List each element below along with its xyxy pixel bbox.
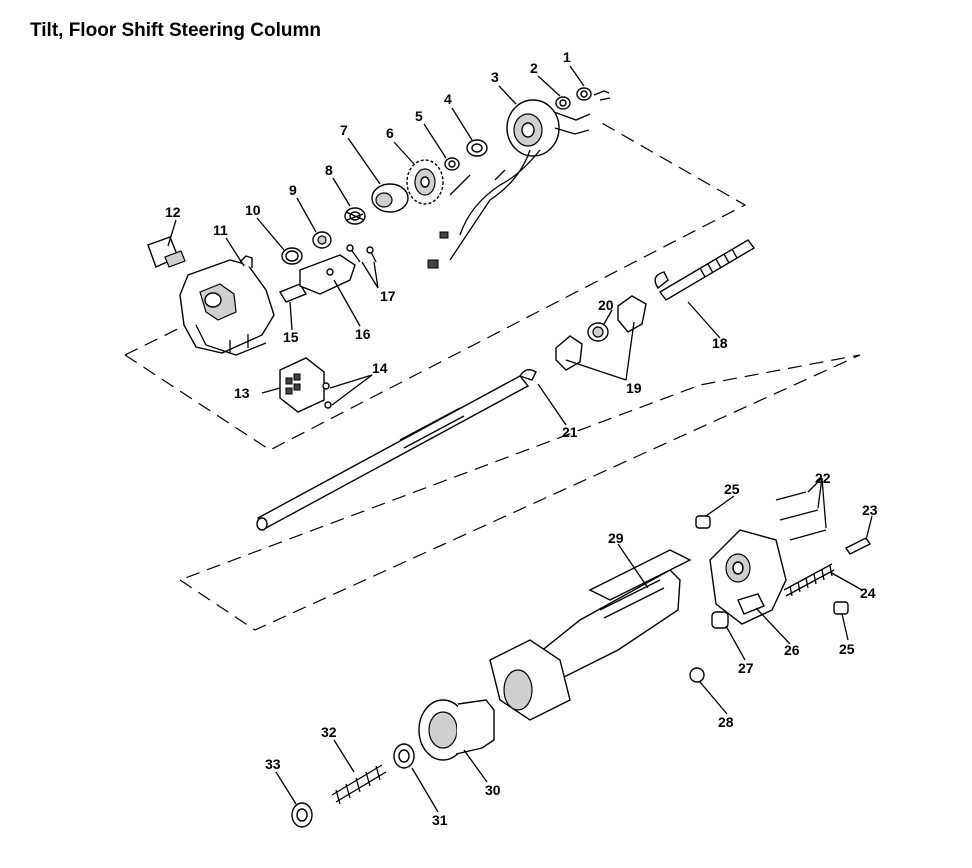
- callout-29: 29: [608, 530, 624, 546]
- callout-31: 31: [432, 812, 448, 828]
- part-23-pin: [844, 537, 872, 555]
- callout-13: 13: [234, 385, 250, 401]
- part-12-lock-cylinder: [147, 236, 186, 268]
- part-6-gear: [406, 159, 444, 205]
- callout-24: 24: [860, 585, 876, 601]
- callout-27: 27: [738, 660, 754, 676]
- part-9-bearing: [312, 231, 332, 249]
- part-15-pin: [278, 283, 308, 303]
- part-7-plate: [371, 183, 409, 213]
- callout-17: 17: [380, 288, 396, 304]
- callout-16: 16: [355, 326, 371, 342]
- part-22-screws: [775, 491, 827, 541]
- callout-9: 9: [289, 182, 297, 198]
- part-26-housing: [709, 529, 787, 625]
- callout-19: 19: [626, 380, 642, 396]
- part-14-screws: [322, 382, 332, 409]
- part-32-spring: [331, 764, 387, 805]
- part-8-spring: [344, 207, 366, 225]
- part-28-nut: [689, 667, 705, 683]
- callout-5: 5: [415, 108, 423, 124]
- part-24-spring: [783, 563, 835, 597]
- part-5-washer: [444, 157, 460, 171]
- part-3-switch-assembly: [427, 99, 591, 269]
- callout-7: 7: [340, 122, 348, 138]
- callout-4: 4: [444, 91, 452, 107]
- part-25-caps: [695, 515, 849, 615]
- callout-11: 11: [213, 222, 228, 238]
- part-29-jacket: [489, 549, 692, 721]
- part-11-housing: [179, 255, 275, 356]
- callout-1: 1: [563, 49, 571, 65]
- callout-20: 20: [598, 297, 614, 313]
- callout-21: 21: [562, 424, 578, 440]
- callout-23: 23: [862, 502, 878, 518]
- part-18-upper-shaft: [654, 239, 756, 301]
- part-17-screws: [346, 244, 377, 263]
- part-13-switch: [279, 357, 325, 413]
- part-16-bracket: [299, 254, 356, 295]
- diagram-title: Tilt, Floor Shift Steering Column: [30, 20, 321, 41]
- callout-2: 2: [530, 60, 538, 76]
- callout-22: 22: [815, 470, 831, 486]
- callout-30: 30: [485, 782, 501, 798]
- part-10-ring: [281, 247, 303, 265]
- part-30-bowl: [418, 699, 495, 761]
- callout-28: 28: [718, 714, 734, 730]
- part-27-bushing: [711, 611, 729, 629]
- part-1-ring: [576, 87, 611, 101]
- part-19-yoke-halves: [555, 295, 647, 371]
- callout-12: 12: [165, 204, 181, 220]
- callout-6: 6: [386, 125, 394, 141]
- part-31-bearing: [393, 743, 415, 769]
- callout-8: 8: [325, 162, 333, 178]
- callout-26: 26: [784, 642, 800, 658]
- part-4-ring: [466, 139, 488, 157]
- callout-25-bottom: 25: [839, 641, 855, 657]
- callout-labels: 1 2 3 4 5 6 7 8 9 10 11 12 13 14 15 16 1…: [165, 49, 878, 828]
- callout-3: 3: [491, 69, 499, 85]
- leader-lines: [167, 65, 873, 813]
- part-21-lower-shaft: [256, 369, 537, 531]
- callout-18: 18: [712, 335, 728, 351]
- part-33-ring: [291, 802, 313, 828]
- callout-15: 15: [283, 329, 299, 345]
- callout-33: 33: [265, 756, 281, 772]
- part-2-washer: [555, 96, 571, 110]
- lower-dashed-frame: [179, 354, 861, 631]
- part-20-center-cube: [587, 322, 609, 342]
- callout-25-top: 25: [724, 481, 740, 497]
- callout-10: 10: [245, 202, 261, 218]
- callout-32: 32: [321, 724, 337, 740]
- callout-14: 14: [372, 360, 388, 376]
